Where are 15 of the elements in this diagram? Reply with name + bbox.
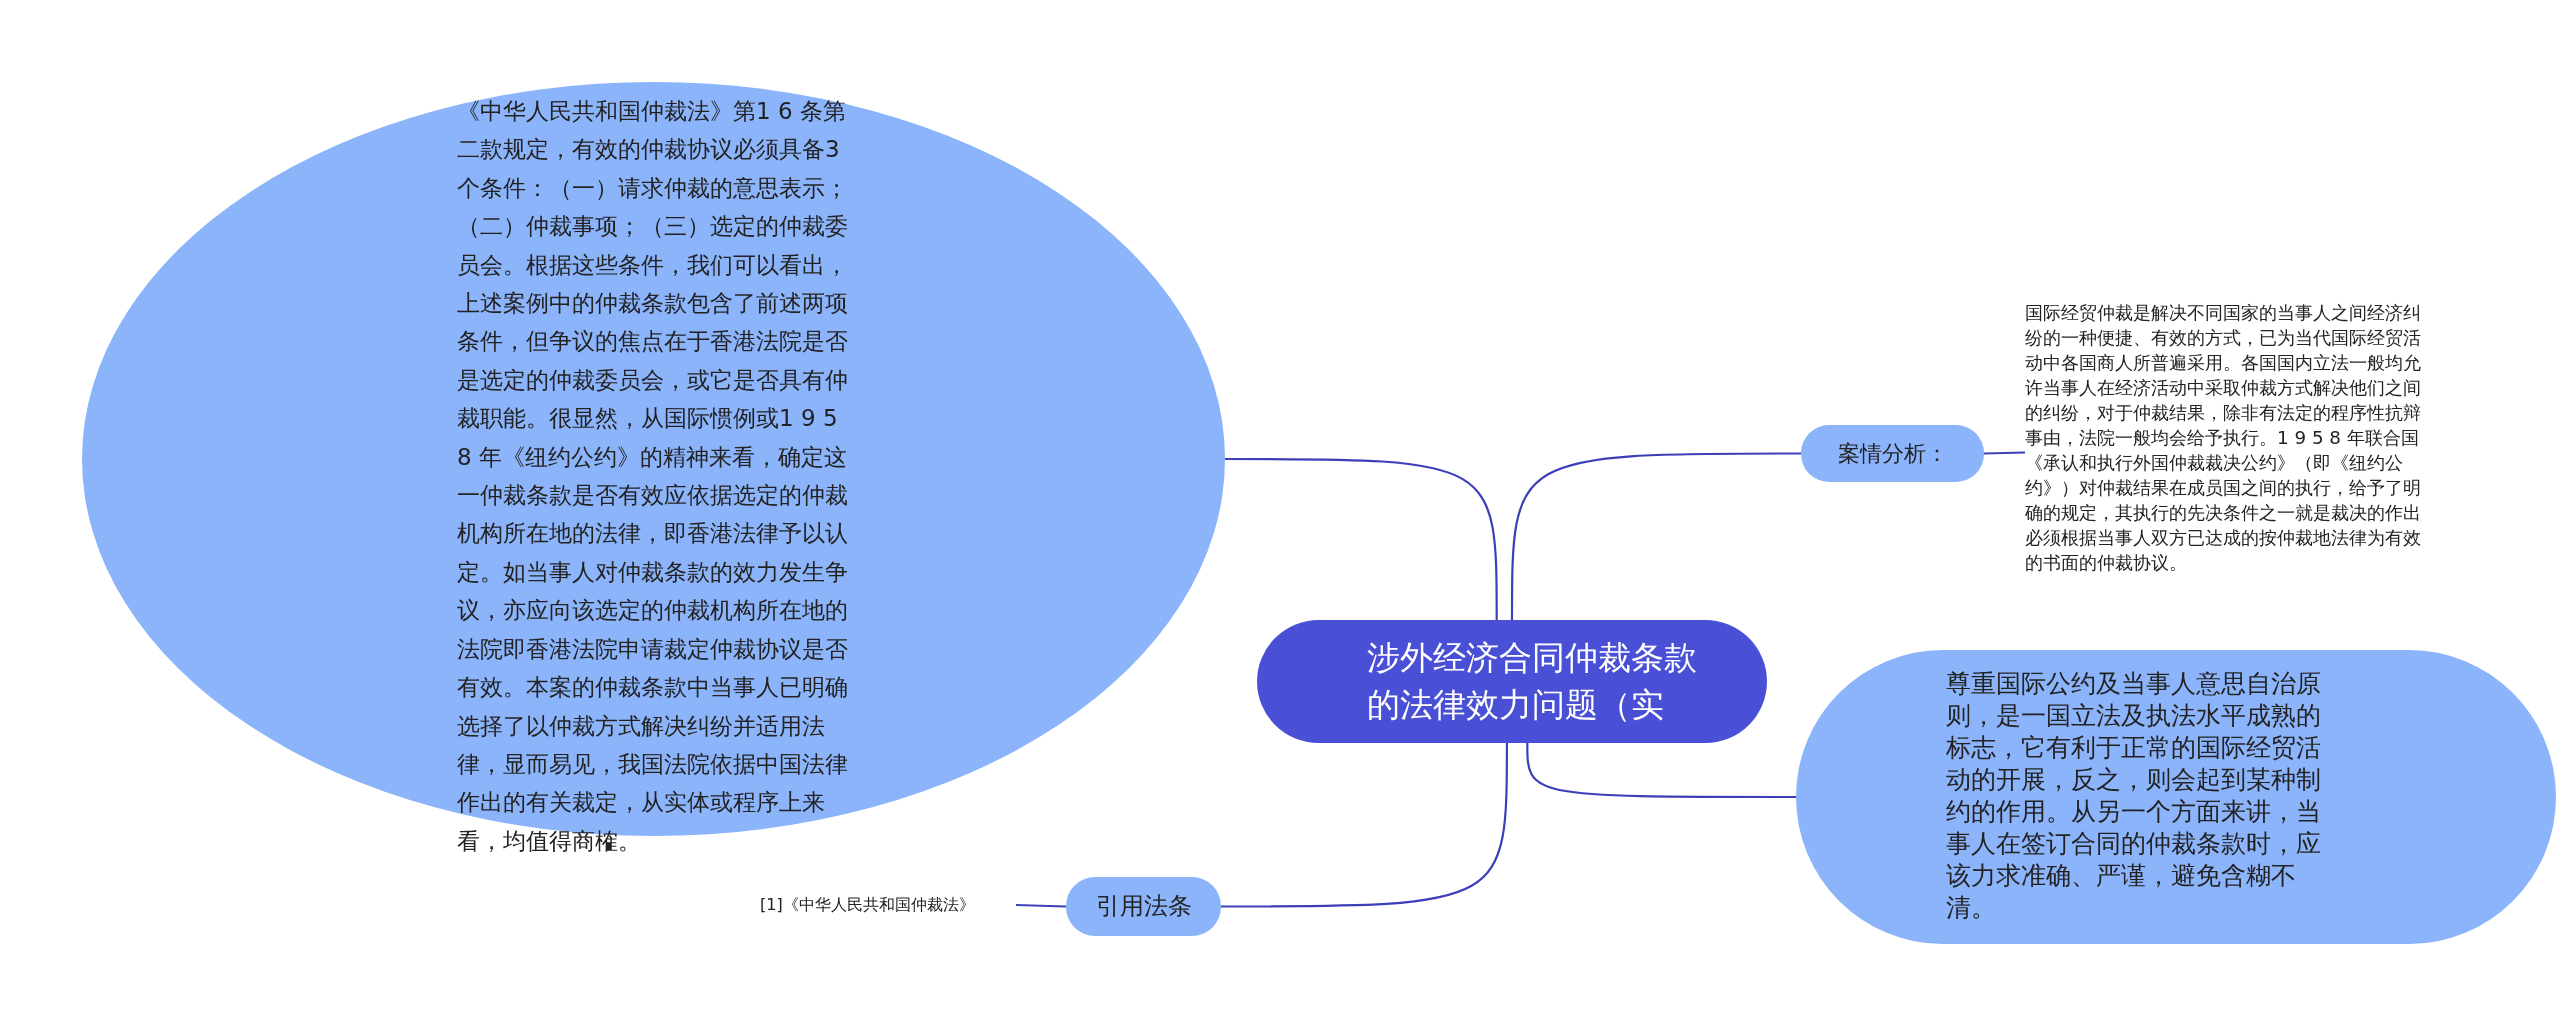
branch-label: 案情分析： — [1836, 440, 1949, 468]
branch-pill — [1801, 425, 1984, 482]
note-text: 国际经贸仲裁是解决不同国家的当事人之间经济纠纷的一种便捷、有效的方式，已为当代国际经贸活动中各国商人所普遍采用。各国国内立法一般均允许当事人在经济活动中采取仲裁方式解决他们之间的纠纷，对于仲裁结果，除非有法定的程序性抗辩事由，法院一般均会给予执行。1 9 5 8 年联合国《承认和执行外国仲裁裁决公约》（即《纽约公约》）对仲裁结果在成员国之间的执行，给予了明确的规定，其执行的先决条件之一就是裁决的作出必须根据当事人双方已达成的按仲裁地法律为有效的书面的仲裁协议。 — [2025, 301, 2422, 575]
connector-line — [1221, 743, 1508, 908]
reference-text: [1]《中华人民共和国仲裁法》 — [760, 894, 976, 916]
connector-line — [1526, 743, 1796, 799]
branch-pill — [1066, 877, 1221, 936]
topic-title: 涉外经济合同仲裁条款的法律效力问题（实 — [1367, 637, 1698, 726]
connector-line — [1510, 452, 1801, 620]
note-text: 《中华人民共和国仲裁法》第1 6 条第二款规定，有效的仲裁协议必须具备3 个条件：（一）请求仲裁的意思表示；（二）仲裁事项；（三）选定的仲裁委员会。根据这些条件，我们可以看出，上述案例中的仲裁条款包含了前述两项条件，但争议的焦点在于香港法院是否是选定的仲裁委员会，或它是否具有仲裁职能。很显然，从国际惯例或1 9 5 8 年《纽约公约》的精神来看，确定这一仲裁条款是否有效应依据选定的仲裁机构所在地的法律，即香港法律予以认定。如当事人对仲裁条款的效力发生争议，亦应向该选定的仲裁机构所在地的法院即香港法院申请裁定仲裁协议是否有效。本案的仲裁条款中当事人已明确选择了以仲裁方式解决纠纷并适用法律，显而易见，我国法院依据中国法律作出的有关裁定，从实体或程序上来看，均值得商榷。 — [457, 97, 849, 856]
connector-line — [1983, 451, 2026, 455]
connector-line — [1225, 457, 1498, 620]
branch-label: 引用法条 — [1094, 891, 1193, 922]
connector-line — [1015, 903, 1067, 908]
note-text: 尊重国际公约及当事人意思自治原则，是一国立法及执法水平成熟的标志，它有利于正常的国际经贸活动的开展，反之，则会起到某种制约的作用。从另一个方面来讲，当事人在签订合同的仲裁条款时，应该力求准确、严谨，避免含糊不清。 — [1946, 668, 2322, 924]
